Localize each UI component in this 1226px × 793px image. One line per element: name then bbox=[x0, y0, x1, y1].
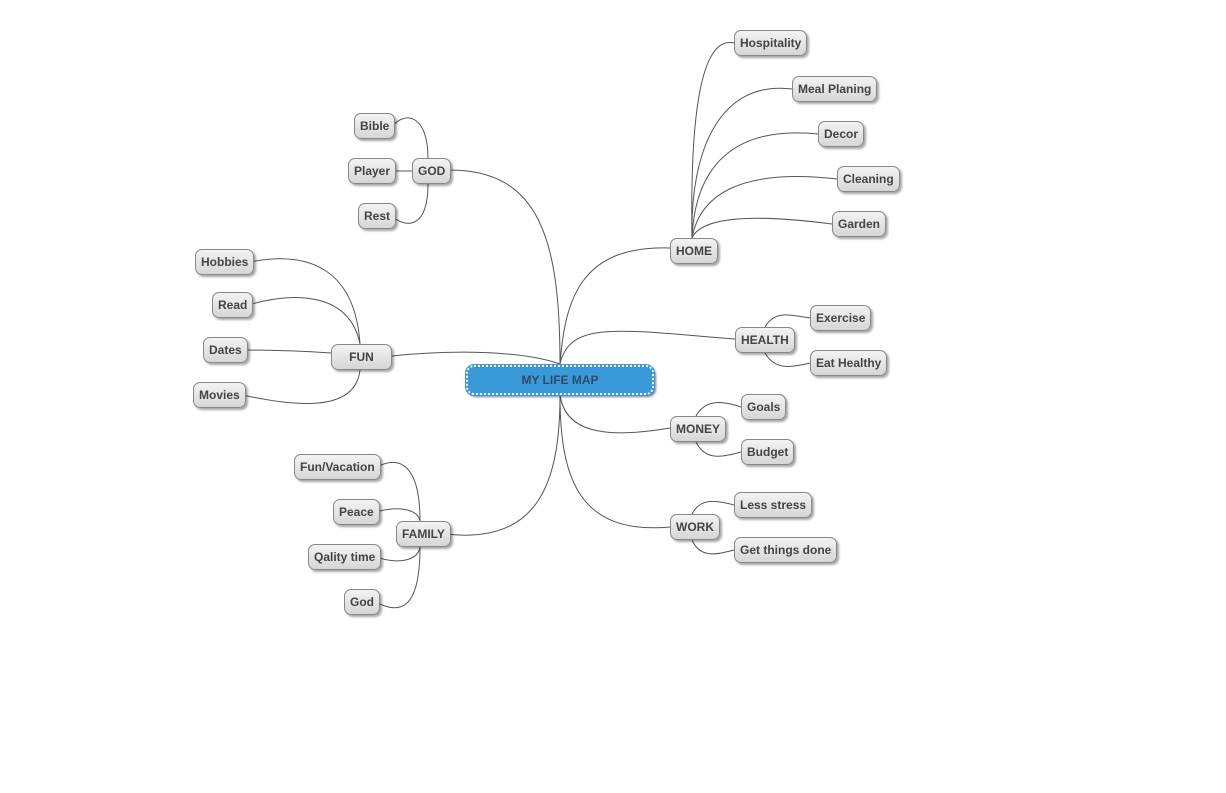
link-root-fun bbox=[391, 351, 561, 365]
branch-money[interactable]: MONEY bbox=[670, 416, 727, 442]
link-home-hospitality bbox=[691, 42, 735, 239]
link-family-god bbox=[375, 546, 421, 609]
leaf-exercise[interactable]: Exercise bbox=[810, 305, 872, 331]
link-god-bible bbox=[391, 117, 429, 159]
link-root-work bbox=[559, 394, 671, 529]
leaf-garden[interactable]: Garden bbox=[832, 211, 887, 237]
leaf-meal-planing[interactable]: Meal Planing bbox=[792, 76, 878, 102]
leaf-read[interactable]: Read bbox=[212, 292, 254, 318]
leaf-quality-time[interactable]: Qality time bbox=[308, 544, 382, 570]
link-root-home bbox=[559, 247, 671, 365]
branch-god[interactable]: GOD bbox=[412, 158, 452, 184]
leaf-get-things-done[interactable]: Get things done bbox=[734, 537, 838, 563]
link-family-funvacation bbox=[376, 462, 421, 522]
branch-home[interactable]: HOME bbox=[670, 238, 718, 264]
leaf-goals[interactable]: Goals bbox=[741, 394, 787, 420]
link-root-family bbox=[445, 394, 561, 536]
link-money-budget bbox=[695, 441, 742, 457]
link-root-health bbox=[559, 330, 736, 365]
leaf-eat-healthy[interactable]: Eat Healthy bbox=[810, 350, 888, 376]
leaf-hobbies[interactable]: Hobbies bbox=[195, 249, 255, 275]
link-fun-read bbox=[247, 297, 361, 345]
link-home-garden bbox=[691, 217, 833, 239]
link-family-quality bbox=[375, 546, 421, 562]
leaf-dates[interactable]: Dates bbox=[203, 337, 248, 363]
leaf-fun-vacation[interactable]: Fun/Vacation bbox=[294, 454, 381, 480]
link-home-meal bbox=[691, 87, 793, 239]
leaf-movies[interactable]: Movies bbox=[193, 382, 246, 408]
root-node[interactable]: MY LIFE MAP bbox=[465, 364, 655, 396]
link-health-eat bbox=[764, 352, 811, 368]
link-root-god bbox=[445, 169, 561, 365]
leaf-hospitality[interactable]: Hospitality bbox=[734, 30, 808, 56]
link-root-money bbox=[559, 394, 671, 434]
leaf-bible[interactable]: Bible bbox=[354, 113, 396, 139]
leaf-rest[interactable]: Rest bbox=[358, 203, 397, 229]
leaf-peace[interactable]: Peace bbox=[333, 499, 380, 525]
leaf-budget[interactable]: Budget bbox=[741, 439, 795, 465]
leaf-less-stress[interactable]: Less stress bbox=[734, 492, 813, 518]
leaf-player[interactable]: Player bbox=[348, 158, 397, 184]
branch-family[interactable]: FAMILY bbox=[396, 521, 451, 547]
link-fun-hobbies bbox=[249, 258, 361, 345]
link-fun-movies bbox=[241, 369, 361, 404]
link-family-peace bbox=[375, 508, 421, 522]
link-home-decor bbox=[691, 132, 819, 239]
leaf-cleaning[interactable]: Cleaning bbox=[837, 166, 900, 192]
link-work-less bbox=[691, 500, 735, 515]
link-fun-dates bbox=[241, 349, 332, 354]
branch-fun[interactable]: FUN bbox=[331, 344, 392, 370]
link-money-goals bbox=[695, 402, 742, 417]
leaf-decor[interactable]: Decor bbox=[818, 121, 865, 147]
branch-health[interactable]: HEALTH bbox=[735, 327, 795, 353]
leaf-god[interactable]: God bbox=[344, 589, 380, 615]
link-health-exercise bbox=[764, 314, 811, 328]
branch-work[interactable]: WORK bbox=[670, 514, 720, 540]
link-home-cleaning bbox=[691, 176, 838, 239]
link-work-getdone bbox=[691, 539, 735, 555]
link-god-rest bbox=[391, 183, 429, 224]
